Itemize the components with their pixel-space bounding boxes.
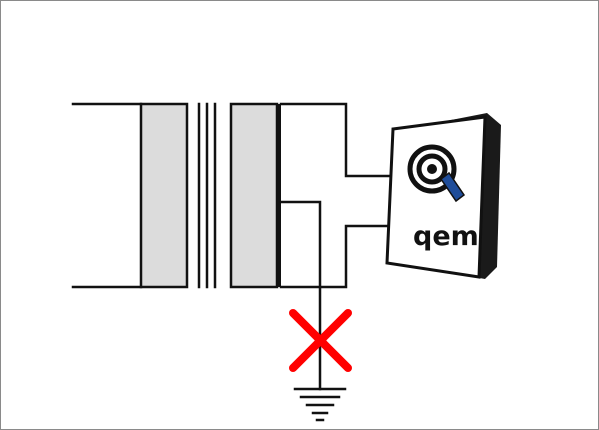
red-cross-icon — [289, 309, 352, 372]
qem-device: qem — [385, 113, 501, 279]
secondary-leads — [279, 102, 391, 289]
brand-label: qem — [413, 221, 479, 252]
secondary-winding — [229, 102, 281, 289]
ground-symbol-icon — [293, 387, 347, 422]
transformer-core — [197, 102, 217, 289]
qem-logo-icon — [407, 144, 466, 203]
primary-winding — [139, 102, 189, 289]
primary-leads — [71, 102, 143, 289]
center-tap-lead — [279, 200, 322, 391]
